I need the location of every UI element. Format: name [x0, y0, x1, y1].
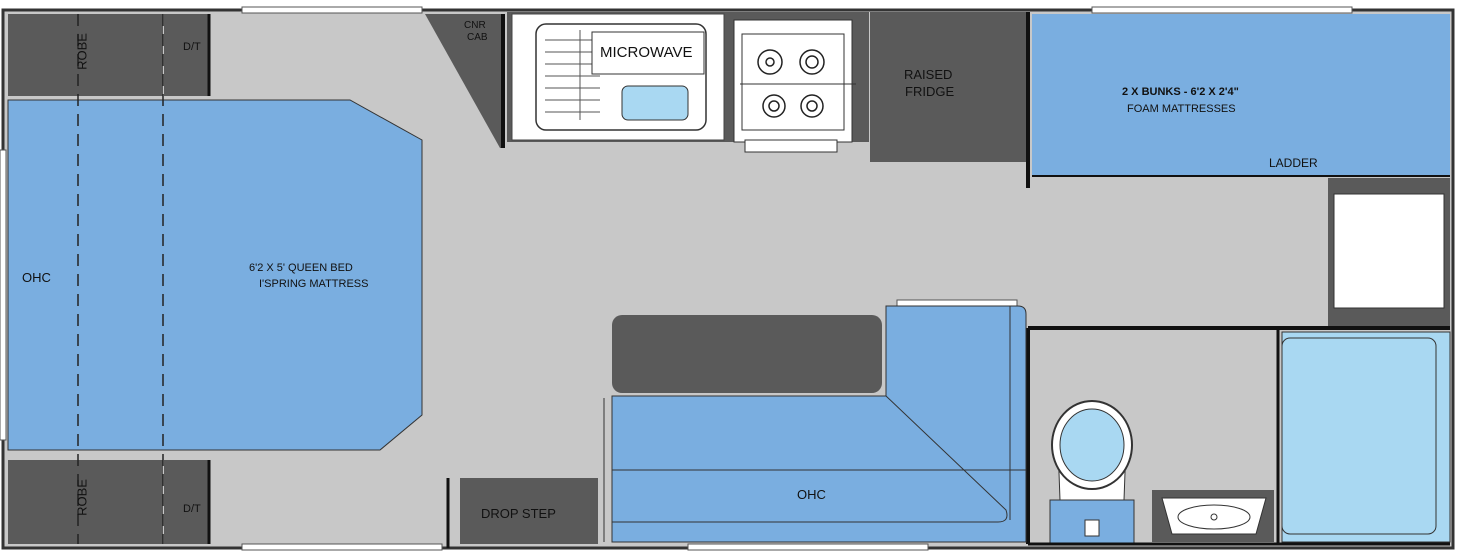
drainer	[545, 30, 600, 120]
ladder-label: LADDER	[1269, 156, 1318, 170]
window-bottom-mid	[687, 543, 929, 551]
microwave-label: MICROWAVE	[600, 44, 693, 61]
drop-step	[460, 478, 598, 544]
raised-fridge-label: RAISED	[904, 67, 953, 82]
robe-top	[8, 14, 163, 96]
ohc-left-label: OHC	[22, 270, 51, 285]
cnr-cab-label: CNR	[464, 20, 486, 31]
robe-bottom-label: ROBE	[74, 479, 90, 516]
cnr-cab-label-2: CAB	[467, 32, 488, 43]
robe-bottom	[8, 460, 163, 544]
queen-bed-label: 6'2 X 5' QUEEN BED	[249, 262, 353, 274]
drop-step-label: DROP STEP	[481, 506, 556, 521]
window-dinette	[896, 299, 1018, 307]
raised-fridge	[870, 12, 1026, 162]
window-bottom-left	[241, 543, 443, 551]
window-left	[0, 149, 7, 441]
bunks-label: 2 X BUNKS - 6'2 X 2'4"	[1122, 86, 1239, 98]
dt-top-label: D/T	[183, 41, 201, 53]
robe-top-label: ROBE	[74, 33, 90, 70]
dinette-table	[612, 315, 882, 393]
basin-icon	[1152, 490, 1274, 542]
raised-fridge-label-2: FRIDGE	[905, 84, 955, 99]
dinette-seating	[611, 305, 1027, 543]
window-top-left	[241, 6, 423, 14]
queen-bed-mattress-label: I'SPRING MATTRESS	[259, 278, 369, 290]
window-top-right	[1091, 6, 1353, 14]
burner-icon	[757, 49, 825, 118]
corner-cabinet	[425, 14, 503, 148]
queen-bed	[7, 99, 423, 451]
sink-bowl	[621, 85, 689, 121]
dt-bottom-label: D/T	[183, 503, 201, 515]
ohc-dinette-label: OHC	[797, 487, 826, 502]
dt-bottom	[164, 460, 209, 544]
bunks	[1032, 14, 1450, 176]
toilet-icon	[1049, 400, 1135, 545]
bunks-mattress-label: FOAM MATTRESSES	[1127, 103, 1236, 115]
dt-top	[164, 14, 209, 96]
microwave	[591, 31, 705, 75]
